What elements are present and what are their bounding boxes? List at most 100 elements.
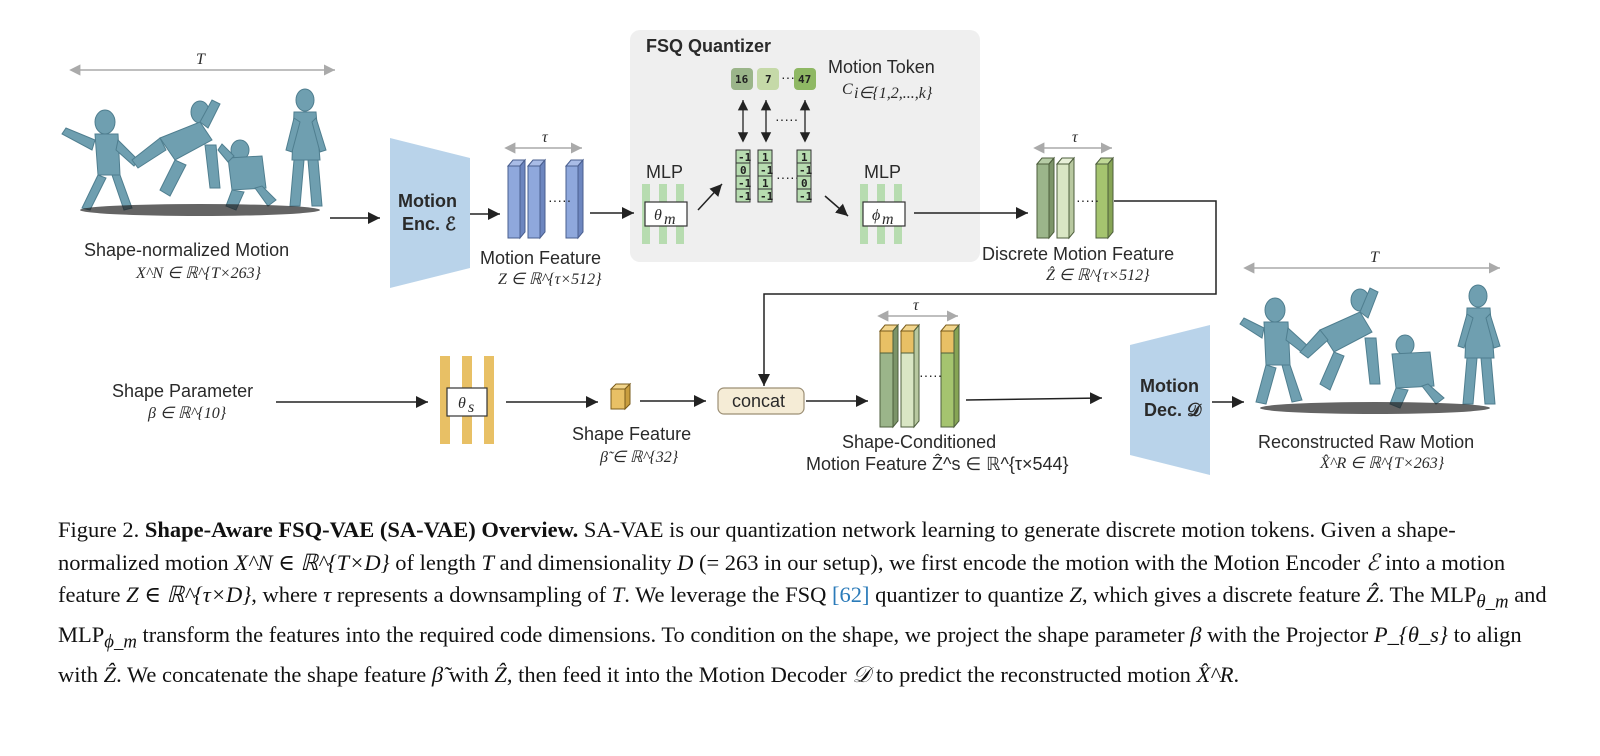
t-label-right: T <box>1370 249 1380 266</box>
motion-decoder-block <box>1130 325 1210 475</box>
citation-link[interactable]: [62] <box>832 582 870 607</box>
caption-math: Z ∈ ℝ^{τ×D} <box>126 582 252 607</box>
caption-math: 𝒟 <box>852 662 871 687</box>
human-figure <box>285 88 327 207</box>
human-figure <box>1389 334 1445 409</box>
human-figure <box>131 99 221 197</box>
caption-text: . <box>1233 662 1240 687</box>
reconstructed-motion-label: Reconstructed Raw Motion <box>1258 432 1474 452</box>
caption-math: β <box>1190 622 1202 647</box>
feature-bar <box>878 323 900 429</box>
motion-decoder-label-1: Motion <box>1140 376 1199 396</box>
motion-tokens: 16 7 ··· 47 <box>731 68 816 90</box>
token-chip <box>757 68 779 90</box>
svg-text:ϕ: ϕ <box>872 207 880 224</box>
feature-bar <box>1055 156 1076 240</box>
motion-encoder-label-2: Enc. ℰ <box>402 214 456 234</box>
feature-bar <box>1035 156 1056 240</box>
feature-bar <box>939 323 961 429</box>
discrete-feature-bars: ····· <box>1035 156 1115 240</box>
caption-text: with the Projector <box>1201 622 1374 647</box>
caption-text: with <box>443 662 495 687</box>
human-figure <box>217 139 277 211</box>
human-figure <box>1299 287 1381 391</box>
shape-feature-cube <box>609 382 632 411</box>
shape-parameter-label: Shape Parameter <box>112 381 253 401</box>
arrow-conditioned-to-decoder <box>965 392 1103 405</box>
feature-bar <box>526 158 547 240</box>
shape-feature-label: Shape Feature <box>572 424 691 444</box>
svg-text:16: 16 <box>735 73 749 86</box>
motion-feature-math: Z ∈ ℝ^{τ×512} <box>498 271 602 288</box>
svg-text:-1: -1 <box>799 164 813 177</box>
fsq-title: FSQ Quantizer <box>646 36 771 56</box>
arrow-codes-to-mlp <box>824 195 849 217</box>
svg-text:1: 1 <box>762 177 769 190</box>
feature-bar <box>506 158 527 240</box>
ellipsis: ····· <box>548 192 571 208</box>
caption-math: T <box>481 549 494 575</box>
motion-token-sub: i∈{1,2,...,k} <box>854 85 933 102</box>
motion-token-label: Motion Token <box>828 57 935 77</box>
arrow-discrete-to-concat <box>758 200 1217 386</box>
ground-shadow <box>80 204 320 216</box>
svg-text:-1: -1 <box>738 177 752 190</box>
motion-encoder-label-1: Motion <box>398 191 457 211</box>
tau-label-3: τ <box>913 297 920 314</box>
mlp-left-label: MLP <box>646 162 683 182</box>
svg-text:-1: -1 <box>760 190 774 203</box>
human-figure <box>61 109 139 211</box>
motion-feature-label: Motion Feature <box>480 248 601 268</box>
ellipsis: ····· <box>775 111 798 127</box>
svg-text:θ: θ <box>654 207 662 224</box>
mlp-phi-m: ϕ m <box>860 184 906 244</box>
caption-math: Ẑ <box>103 662 117 687</box>
caption-math: τ <box>323 582 332 607</box>
caption-math: ϕ_m <box>104 631 137 653</box>
caption-text: SA-VAE is our quantization network learn… <box>58 517 1456 575</box>
caption-text: . We leverage the FSQ <box>624 582 832 607</box>
caption-text: and MLP <box>58 582 1547 647</box>
feature-bar <box>1094 156 1115 240</box>
svg-text:47: 47 <box>798 73 811 86</box>
motion-encoder-block <box>390 138 470 288</box>
token-chip <box>794 68 816 90</box>
shape-normalized-motion-label: Shape-normalized Motion <box>84 240 289 260</box>
shape-parameter-math: β ∈ ℝ^{10} <box>147 405 227 422</box>
caption-math: P_{θ_s} <box>1373 622 1448 647</box>
discrete-feature-math: Ẑ ∈ ℝ^{τ×512} <box>1046 265 1150 284</box>
ground-shadow <box>1260 402 1490 414</box>
svg-text:7: 7 <box>765 73 772 86</box>
caption-math: β̃ <box>431 662 444 687</box>
tau-label-2: τ <box>1072 129 1079 146</box>
svg-text:0: 0 <box>740 164 747 177</box>
feature-bar <box>899 323 921 429</box>
ellipsis: ····· <box>776 169 799 185</box>
shape-conditioned-label-2: Motion Feature Ẑ^s ∈ ℝ^{τ×544} <box>806 454 1069 474</box>
caption-text: , where <box>251 582 324 607</box>
shape-conditioned-bars: ····· <box>878 323 961 429</box>
svg-text:-1: -1 <box>799 190 813 203</box>
svg-text:1: 1 <box>762 151 769 164</box>
svg-text:-1: -1 <box>738 151 752 164</box>
caption-math: θ_m <box>1476 591 1509 613</box>
concat-label: concat <box>732 391 785 411</box>
caption-text: to align with <box>58 622 1522 687</box>
caption-math: Z <box>1069 582 1082 607</box>
output-motion-figures <box>1239 284 1501 409</box>
caption-math: X^N ∈ ℝ^{T×D} <box>234 549 390 575</box>
svg-text:m: m <box>664 211 676 228</box>
code-vector: 1 -1 0 -1 <box>796 149 813 203</box>
caption-math: D <box>677 549 694 575</box>
motion-token-math: C <box>842 81 853 98</box>
caption-math: T <box>611 582 625 607</box>
shape-conditioned-label-1: Shape-Conditioned <box>842 432 996 452</box>
caption-text: transform the features into the required… <box>136 622 1191 647</box>
svg-text:-1: -1 <box>738 190 752 203</box>
arrow-mlp-to-codes <box>697 183 723 211</box>
svg-text:-1: -1 <box>760 164 774 177</box>
caption-math: X̂^R <box>1196 662 1234 687</box>
caption-text: , then feed it into the Motion Decoder <box>506 662 853 687</box>
motion-decoder-label-2: Dec. 𝒟 <box>1144 400 1202 420</box>
t-label: T <box>196 51 206 68</box>
